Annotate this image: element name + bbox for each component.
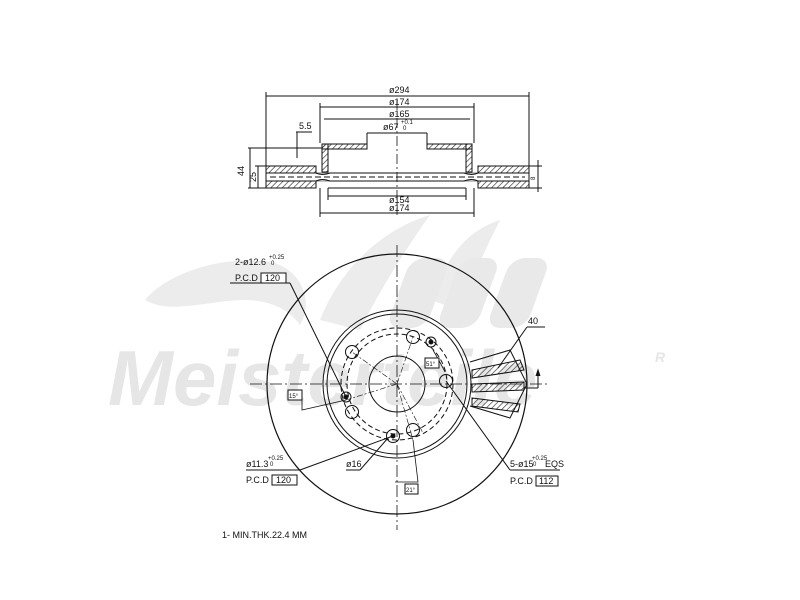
dim-hat-offset: 5.5 [299,121,312,131]
vane-count: 40 [528,316,538,326]
holes-b-pcd-value: 120 [276,475,291,485]
holes-c-suffix: EQS [545,459,564,469]
holes-a-tol-lower: 0 [271,261,275,267]
holes-c-pcd-label: P.C.D [510,476,533,486]
dim-hat-bottom-diameter: ø174 [389,203,410,213]
holes-a-pcd-value: 120 [265,273,280,283]
section-view [248,92,542,217]
holes-b-tol-lower: 0 [270,462,274,468]
bolt-hole [425,336,437,348]
watermark-registered: R [655,349,666,365]
holes-a-tol-upper: +0.25 [269,255,285,261]
vent-cutaway [469,349,528,419]
watermark-stroke-icon [320,215,430,330]
section-dimension-labels: ø294 ø174 ø165 ø67 +0.1 0 5.5 44 25 8 ø1… [236,85,537,213]
holes-b-tol-upper: +0.25 [268,456,284,462]
holes-c-spec: 5-ø15 [510,459,534,469]
dim-center-bore: ø67 [383,122,399,132]
watermark-block-icon [439,258,497,328]
holes-b-pcd-label: P.C.D [246,475,269,485]
angle-3: 21° [406,488,416,494]
watermark: Meisterteile R [108,215,666,422]
plan-view [230,245,560,530]
holes-a-pcd-label: P.C.D [235,273,258,283]
bolt-hole [345,345,359,359]
holes-c-tol-lower: 0 [533,462,537,468]
plan-callout-labels: 2-ø12.6 +0.25 0 P.C.D 120 ø11.3 +0.25 0 … [235,255,564,494]
dim-vent-gap: 8 [531,176,537,180]
angle-2: 51° [426,362,436,368]
dim-outer-diameter: ø294 [389,85,410,95]
dim-total-height: 44 [236,166,246,176]
dim-center-bore-tol-upper: +0.1 [401,120,414,126]
bolt-hole [340,391,352,403]
bolt-hole [406,330,420,344]
bolt-hole [406,423,420,437]
holes-b-spec: ø11.3 [246,459,268,469]
min-thickness-note: 1- MIN.THK.22.4 MM [222,530,307,540]
holes-c-tol-upper: +0.25 [532,456,548,462]
bolt-hole [439,374,453,388]
bolt-hole [345,405,359,419]
dim-center-bore-tol-lower: 0 [403,126,407,132]
small-hole-spec: ø16 [346,459,362,469]
holes-c-pcd-value: 112 [539,476,553,486]
dim-disc-thickness: 25 [248,172,258,182]
dim-hat-outer-diameter: ø174 [389,97,410,107]
dim-hat-inner-diameter: ø165 [389,109,410,119]
dim-inner-bottom-diameter: ø154 [389,195,410,205]
watermark-swoosh-icon [145,260,306,325]
holes-a-spec: 2-ø12.6 [235,257,266,267]
angle-1: 15° [289,394,299,400]
bolt-hole [386,429,400,443]
